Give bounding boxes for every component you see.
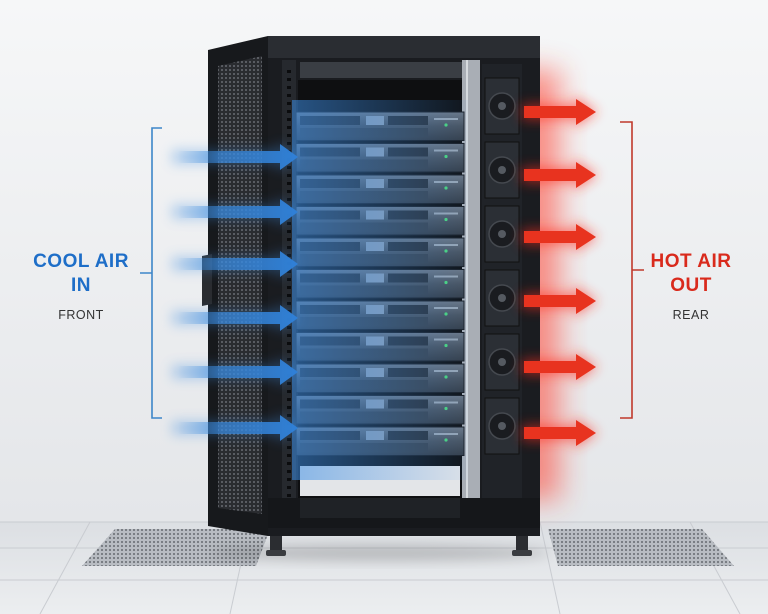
rail-hole (287, 486, 291, 489)
rail-hole (287, 390, 291, 393)
hot-air-subtitle: OUT (670, 275, 712, 296)
rear-fan (484, 333, 520, 391)
rail-hole (287, 286, 291, 289)
hot-air-arrow (522, 221, 598, 253)
cool-air-arrow (172, 303, 300, 333)
rail-hole (287, 94, 291, 97)
front-label: FRONT (58, 308, 104, 322)
rail-hole (287, 438, 291, 441)
rail-hole (287, 166, 291, 169)
rail-hole (287, 470, 291, 473)
hot-air-arrow (522, 285, 598, 317)
cool-air-arrow (172, 197, 300, 227)
rail-hole (287, 414, 291, 417)
rack-foot (270, 536, 282, 552)
rear-fan (484, 397, 520, 455)
rail-hole (287, 110, 291, 113)
rear-fan (484, 141, 520, 199)
perforated-floor-tile-right (548, 529, 734, 566)
rail-hole (287, 230, 291, 233)
rail-hole (287, 406, 291, 409)
rail-hole (287, 174, 291, 177)
rail-hole (287, 222, 291, 225)
rail-hole (287, 302, 291, 305)
rail-hole (287, 78, 291, 81)
rail-hole (287, 446, 291, 449)
rail-hole (287, 326, 291, 329)
rear-label: REAR (672, 308, 710, 322)
hot-air-title: HOT AIR (650, 251, 732, 272)
hot-air-arrow (522, 96, 598, 128)
cool-air-arrow (172, 413, 300, 443)
hot-air-arrow (522, 351, 598, 383)
rail-hole (287, 478, 291, 481)
cool-air-wash (292, 100, 468, 480)
cool-air-arrows (172, 142, 300, 443)
rail-hole (287, 342, 291, 345)
rail-hole (287, 118, 291, 121)
rack-foot (516, 536, 528, 552)
rack-top (268, 36, 540, 58)
rail-hole (287, 70, 291, 73)
rail-hole (287, 134, 291, 137)
rail-hole (287, 102, 291, 105)
rear-fan (484, 269, 520, 327)
server-rack (202, 36, 550, 561)
rail-hole (287, 454, 291, 457)
rear-fans (484, 77, 520, 455)
cool-air-title: COOL AIR (33, 251, 129, 272)
cool-air-subtitle: IN (71, 275, 91, 296)
cool-air-arrow (172, 142, 300, 172)
rail-hole (287, 382, 291, 385)
hot-air-arrow (522, 159, 598, 191)
rail-hole (287, 238, 291, 241)
rail-hole (287, 198, 291, 201)
cool-air-label: COOL AIR IN (20, 250, 142, 298)
rail-hole (287, 294, 291, 297)
perforated-floor-tile-left (82, 529, 270, 566)
rail-hole (287, 334, 291, 337)
rail-hole (287, 494, 291, 497)
hot-air-arrow (522, 417, 598, 449)
rail-hole (287, 398, 291, 401)
hot-air-arrows (522, 96, 598, 449)
rear-fan (484, 77, 520, 135)
rail-hole (287, 182, 291, 185)
right-bracket (620, 121, 644, 419)
rail-hole (287, 126, 291, 129)
rail-hole (287, 462, 291, 465)
rail-hole (287, 350, 291, 353)
rail-hole (287, 142, 291, 145)
rail-hole (287, 254, 291, 257)
cool-air-arrow (172, 249, 300, 279)
rail-hole (287, 278, 291, 281)
left-bracket (140, 127, 162, 419)
cool-air-arrow (172, 357, 300, 387)
rail-hole (287, 86, 291, 89)
rear-fan (484, 205, 520, 263)
hot-air-label: HOT AIR OUT (630, 250, 752, 298)
rail-hole (287, 358, 291, 361)
rail-hole (287, 190, 291, 193)
rail-hole (287, 246, 291, 249)
